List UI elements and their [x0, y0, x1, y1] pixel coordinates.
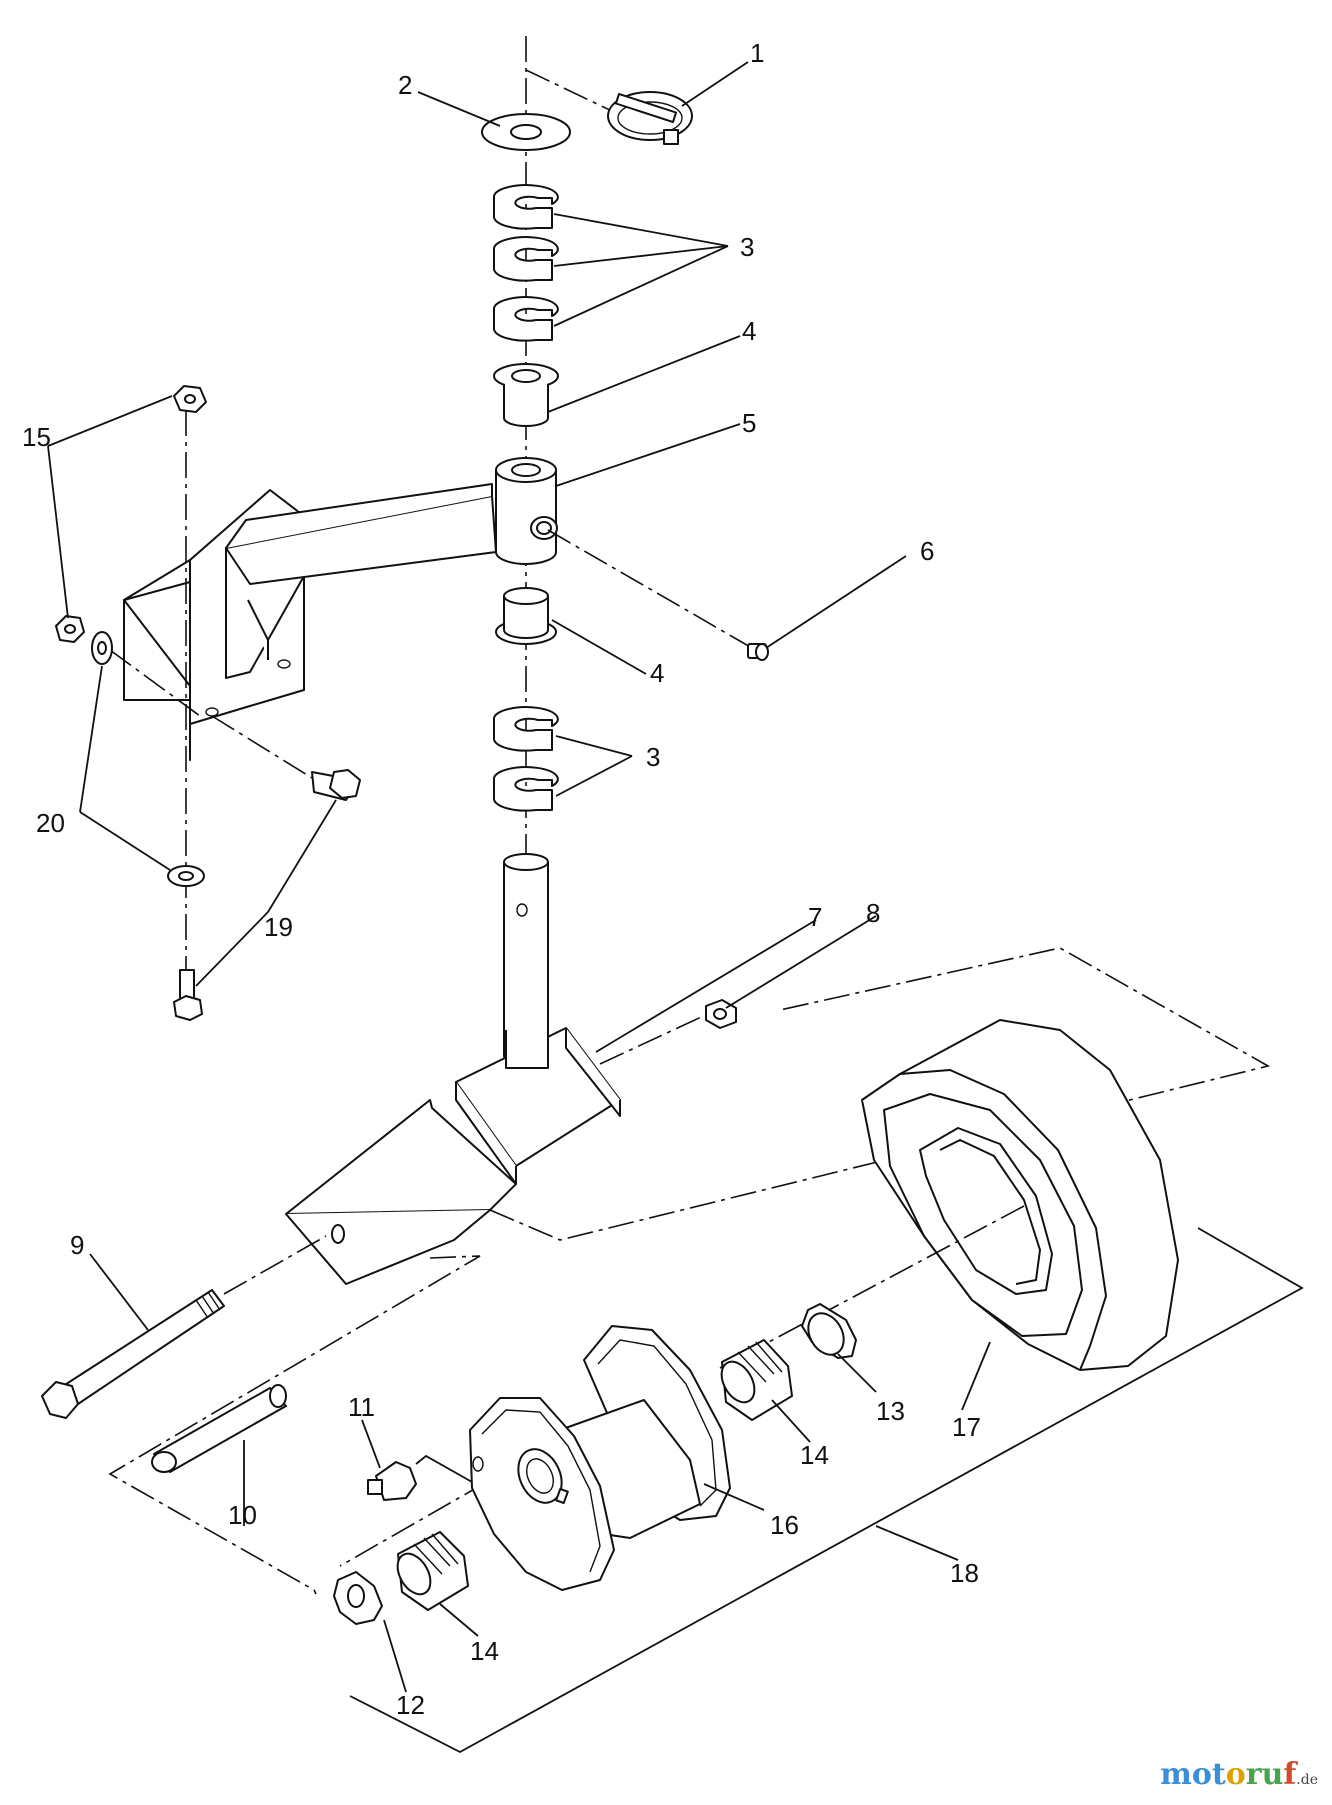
callout-17: 17	[952, 1412, 981, 1442]
wheel-assembly-outline	[349, 1227, 1304, 1754]
part-7-caster-fork	[285, 853, 621, 1285]
wheel-assembly-phantom-upper	[489, 947, 1271, 1241]
callout-10: 10	[228, 1500, 257, 1530]
part-6-grease-fitting	[747, 643, 769, 661]
callout-4-lower: 4	[650, 658, 664, 688]
part-14-bearing-left	[396, 1531, 469, 1611]
part-15-nut-left	[55, 615, 85, 643]
callout-9: 9	[70, 1230, 84, 1260]
part-4-bushing-upper	[493, 363, 559, 427]
part-3-spacers-lower	[492, 706, 559, 812]
watermark-part-3: ru	[1245, 1757, 1284, 1792]
callout-19: 19	[264, 912, 293, 942]
mount-bolt-axis-2	[211, 715, 313, 779]
watermark-suffix: .de	[1296, 1772, 1318, 1788]
callout-16: 16	[770, 1510, 799, 1540]
part-16-wheel-hub	[469, 1325, 731, 1591]
watermark-part-2: o	[1225, 1757, 1246, 1792]
callout-13: 13	[876, 1396, 905, 1426]
part-19-bolt-bottom	[173, 969, 203, 1021]
callout-15: 15	[22, 422, 51, 452]
part-4-bushing-lower	[495, 587, 557, 645]
watermark-logo: motoruf.de	[1160, 1757, 1318, 1792]
part-5-caster-arm	[123, 457, 558, 761]
part-14-bearing-right	[720, 1339, 793, 1421]
pin-axis-line	[525, 69, 615, 113]
callout-3-upper: 3	[740, 232, 754, 262]
callout-11: 11	[348, 1392, 375, 1422]
nut-axis	[599, 1011, 713, 1065]
part-20-washer-left	[91, 631, 113, 665]
wheel-assembly-phantom-lower	[108, 1255, 481, 1595]
watermark-part-4: f	[1283, 1757, 1297, 1792]
leader-lines	[47, 61, 991, 1693]
part-19-bolt-right	[311, 769, 361, 801]
callout-4-upper: 4	[742, 316, 756, 346]
callout-14-left: 14	[470, 1636, 499, 1666]
bolt-axis	[223, 1235, 327, 1295]
callout-12: 12	[396, 1690, 425, 1720]
callout-1: 1	[750, 38, 764, 68]
part-17-tire	[861, 1019, 1179, 1371]
callout-labels: 1 2 3 4 5 6 4 3 7 8 9 10 11 12 13 14 14 …	[22, 38, 981, 1720]
mount-bolt-axis	[109, 649, 201, 717]
callout-6: 6	[920, 536, 934, 566]
part-1-hairpin-clip	[607, 91, 693, 145]
part-10-spacer-tube	[151, 1384, 287, 1473]
part-9-bolt	[41, 1289, 225, 1419]
part-2-washer	[481, 113, 571, 151]
callout-18: 18	[950, 1558, 979, 1588]
part-3-spacers-upper	[492, 184, 559, 342]
callout-7: 7	[808, 902, 822, 932]
part-15-nut-top	[173, 385, 207, 413]
part-13-spacer	[801, 1303, 857, 1359]
callout-20: 20	[36, 808, 65, 838]
wheel-axle-line	[719, 1205, 1025, 1369]
part-11-grease-fitting	[367, 1454, 473, 1501]
callout-5: 5	[742, 408, 756, 438]
grease-fitting-axis	[547, 529, 753, 649]
callout-14-right: 14	[800, 1440, 829, 1470]
callout-2: 2	[398, 70, 412, 100]
part-12-spacer	[333, 1571, 383, 1625]
part-20-washer-bottom	[167, 865, 205, 887]
callout-8: 8	[866, 898, 880, 928]
watermark-part-1: mot	[1160, 1757, 1226, 1792]
callout-3-lower: 3	[646, 742, 660, 772]
